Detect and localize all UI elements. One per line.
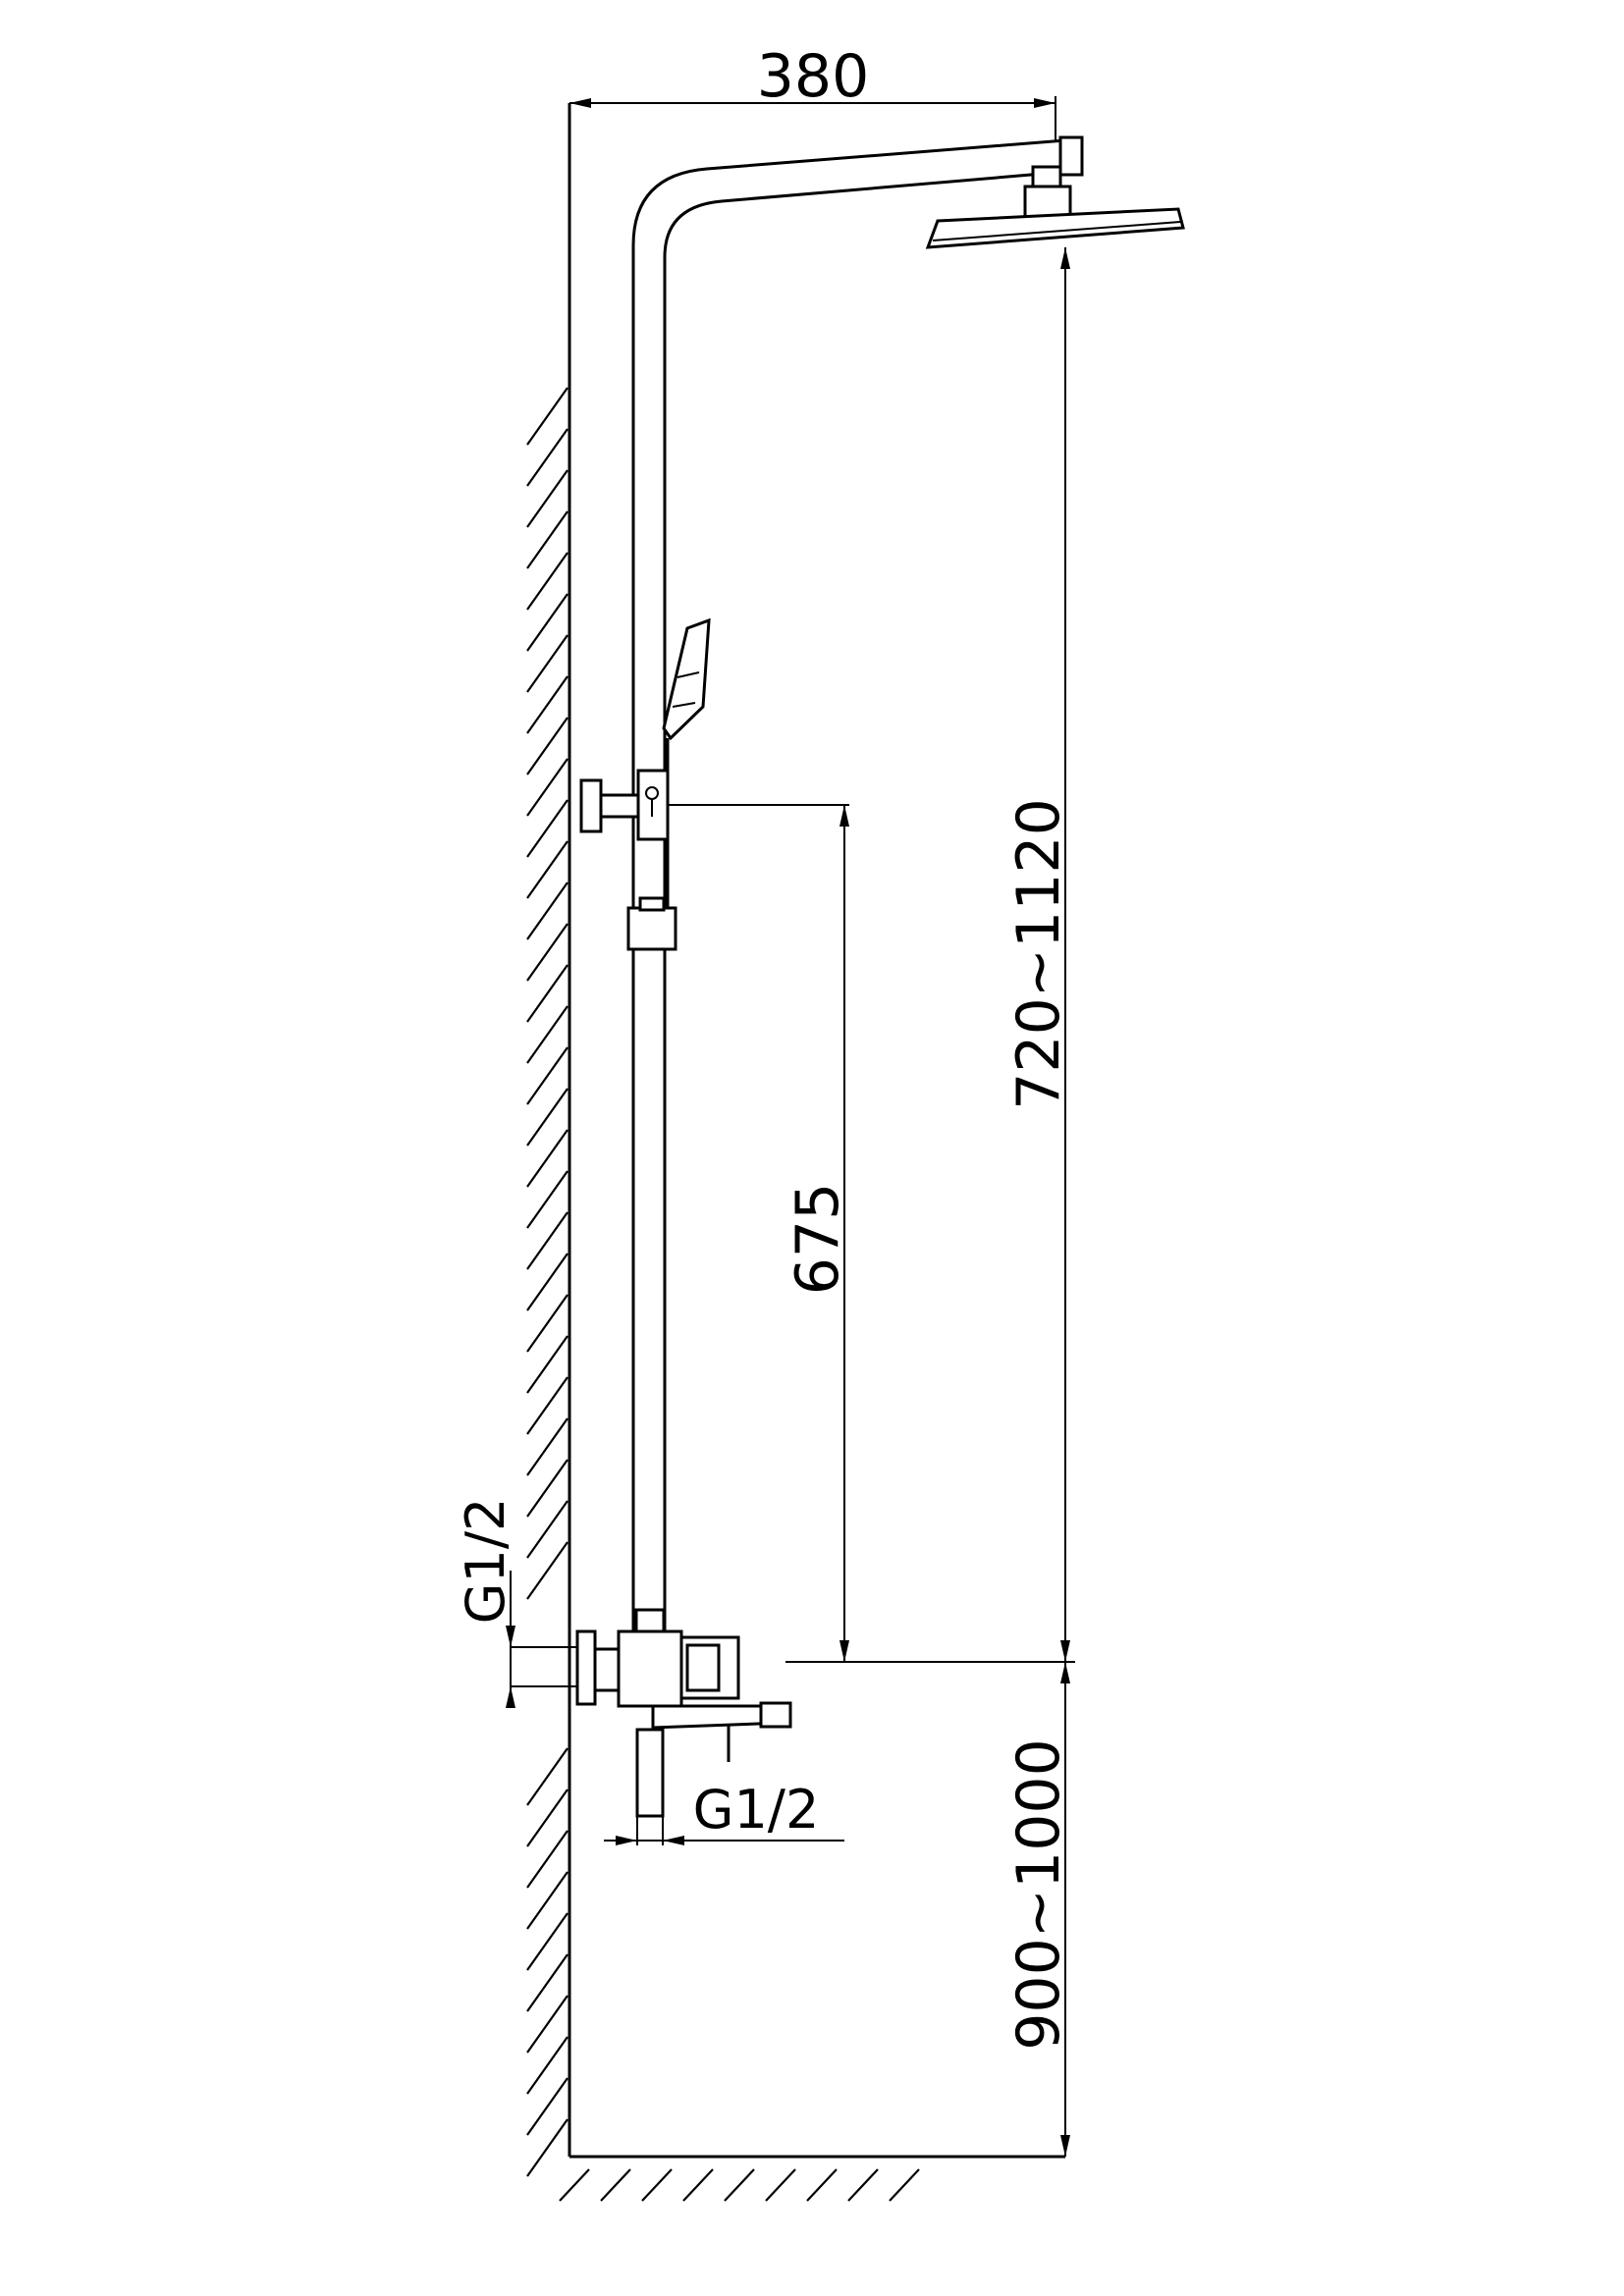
hand-shower — [662, 617, 711, 923]
dim-label-675: 675 — [784, 1183, 852, 1296]
rain-shower-head — [925, 165, 1185, 249]
wall-hatch-line — [526, 717, 568, 775]
wall-hatch-line — [526, 1995, 568, 2054]
dimension-wall-inlet: G1/2 — [455, 1498, 577, 1708]
mixer-valve — [575, 1608, 792, 1818]
wall-hatch-line — [526, 1953, 568, 2012]
wall-hatch-line — [526, 2077, 568, 2136]
wall-hatch-line — [526, 428, 568, 487]
dim-label-bottom-outlet: G1/2 — [693, 1779, 820, 1841]
wall-hatch — [526, 387, 568, 2177]
wall-hatch-line — [526, 1830, 568, 1889]
wall-hatch-line — [526, 2118, 568, 2177]
wall-hatch-line — [526, 1294, 568, 1353]
wall-hatch-line — [526, 510, 568, 569]
wall-hatch-line — [526, 964, 568, 1023]
wall-hatch-line — [526, 387, 568, 446]
dimension-slider-mixer: 675 — [668, 804, 852, 1662]
wall-hatch-line — [526, 1871, 568, 1930]
riser-pipe — [631, 135, 1084, 1634]
wall-hatch-line — [526, 840, 568, 899]
floor-hatch-line — [641, 2168, 673, 2202]
wall-hatch-line — [526, 1459, 568, 1518]
dimension-arm-reach: 380 — [569, 42, 1056, 142]
wall-hatch-line — [526, 1789, 568, 1847]
wall-hatch-line — [526, 881, 568, 940]
wall-hatch-line — [526, 1912, 568, 1971]
wall-hatch-line — [526, 1500, 568, 1559]
wall-hatch-line — [526, 1211, 568, 1270]
wall-hatch-line — [526, 469, 568, 528]
wall-hatch-line — [526, 2036, 568, 2095]
wall-hatch-line — [526, 1335, 568, 1394]
wall-hatch-line — [526, 675, 568, 734]
wall-hatch-line — [526, 1005, 568, 1064]
wall-hatch-line — [526, 1541, 568, 1600]
floor-hatch-line — [889, 2168, 920, 2202]
wall-hatch-line — [526, 1747, 568, 1806]
floor-hatch-line — [847, 2168, 879, 2202]
wall-hatch-line — [526, 1417, 568, 1476]
pipe-holder — [626, 896, 677, 951]
dimension-bottom-outlet: G1/2 — [604, 1757, 844, 1845]
floor-hatch-line — [765, 2168, 796, 2202]
wall-hatch-line — [526, 1088, 568, 1147]
wall-hatch-line — [526, 1376, 568, 1435]
wall-hatch-line — [526, 552, 568, 611]
wall-hatch-line — [526, 758, 568, 817]
dimension-head-height: 720~1120 — [1004, 247, 1073, 1662]
dimension-mixer-height: 900~1000 — [785, 1661, 1075, 2157]
dim-label-380: 380 — [757, 42, 870, 111]
slider-bracket — [579, 769, 670, 841]
wall-hatch-line — [526, 593, 568, 652]
wall-hatch-line — [526, 1046, 568, 1105]
floor-hatch — [559, 2168, 920, 2202]
floor-hatch-line — [724, 2168, 755, 2202]
dim-label-720-1120: 720~1120 — [1004, 798, 1073, 1110]
wall-hatch-line — [526, 634, 568, 693]
floor-hatch-line — [806, 2168, 838, 2202]
floor-hatch-line — [559, 2168, 590, 2202]
wall-hatch-line — [526, 1170, 568, 1229]
wall-hatch-line — [526, 799, 568, 858]
dim-label-wall-inlet: G1/2 — [455, 1498, 516, 1625]
wall-hatch-line — [526, 923, 568, 982]
floor-hatch-line — [682, 2168, 714, 2202]
floor-hatch-line — [600, 2168, 631, 2202]
wall-hatch-line — [526, 1253, 568, 1311]
dim-label-900-1000: 900~1000 — [1004, 1738, 1073, 2051]
wall-hatch-line — [526, 1129, 568, 1188]
